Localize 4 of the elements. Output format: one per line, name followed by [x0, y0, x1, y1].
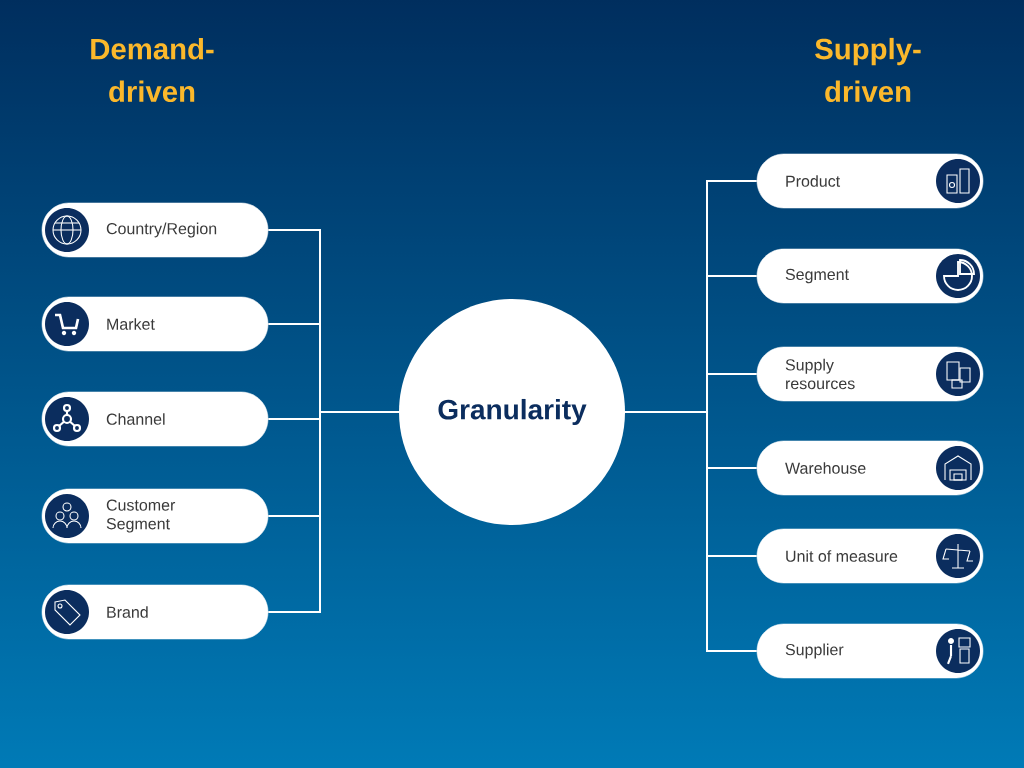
- section-title: Supply-driven: [815, 37, 921, 103]
- connector-line: [267, 411, 400, 613]
- section-title: Demand-driven: [91, 37, 214, 103]
- connector-line: [624, 411, 758, 652]
